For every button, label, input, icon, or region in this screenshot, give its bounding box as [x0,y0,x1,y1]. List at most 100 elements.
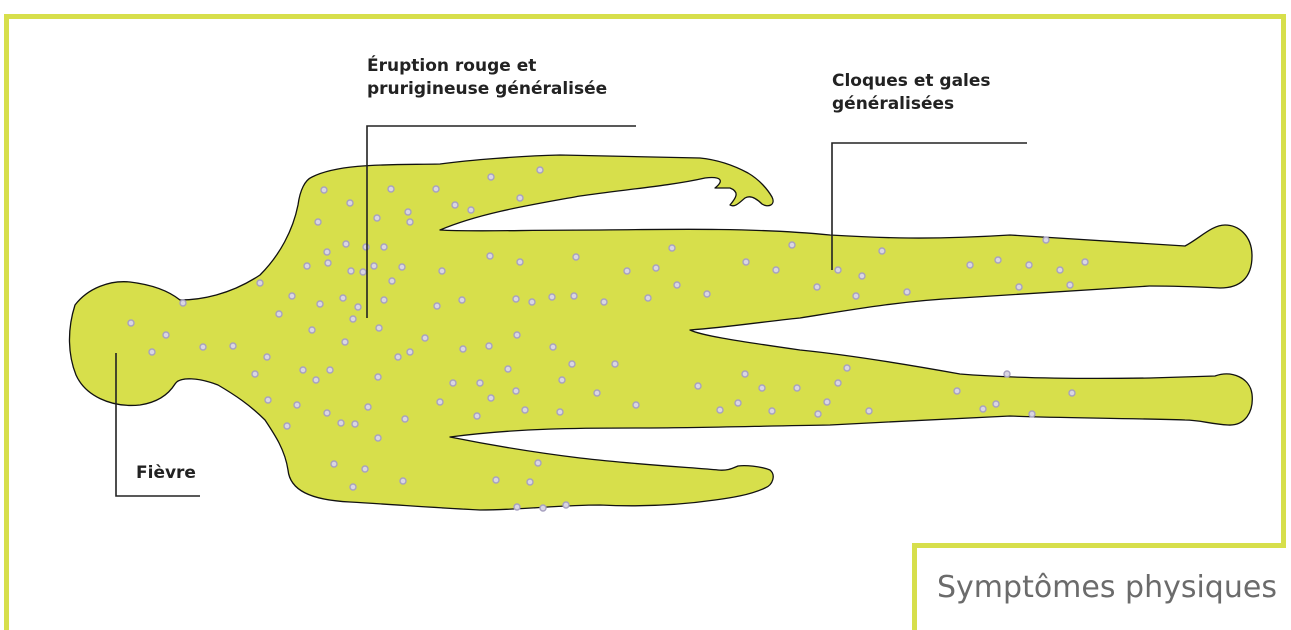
rash-spot [513,296,519,302]
rash-spot [355,304,361,310]
rash-spot [371,263,377,269]
rash-spot [540,505,546,511]
rash-spot [388,186,394,192]
rash-spot [815,411,821,417]
rash-spot [743,259,749,265]
rash-spot [439,268,445,274]
rash-spot [759,385,765,391]
rash-spot [669,245,675,251]
rash-spot [742,371,748,377]
rash-spot [695,383,701,389]
rash-spot [342,339,348,345]
rash-spot [407,349,413,355]
rash-spot [995,257,1001,263]
rash-spot [859,273,865,279]
rash-spot [294,402,300,408]
rash-spot [276,311,282,317]
rash-spot [735,400,741,406]
rash-spot [365,404,371,410]
caption-title: Symptômes physiques [937,570,1277,605]
rash-spot [324,410,330,416]
rash-spot [399,264,405,270]
rash-spot [559,377,565,383]
rash-spot [535,460,541,466]
rash-spot [514,504,520,510]
rash-spot [325,260,331,266]
rash-spot [835,267,841,273]
rash-spot [362,466,368,472]
rash-spot [814,284,820,290]
rash-spot [537,167,543,173]
rash-spot [624,268,630,274]
rash-spot [468,207,474,213]
rash-spot [309,327,315,333]
rash-spot [844,365,850,371]
rash-spot [769,408,775,414]
body-silhouette [69,155,1252,510]
rash-spot [980,406,986,412]
rash-spot [794,385,800,391]
rash-spot [474,413,480,419]
rash-spot [433,186,439,192]
rash-spot [363,244,369,250]
rash-spot [264,354,270,360]
rash-spot [517,195,523,201]
rash-spot [549,294,555,300]
rash-spot [437,399,443,405]
rash-spot [674,282,680,288]
rash-spot [375,374,381,380]
rash-spot [289,293,295,299]
rash-spot [904,289,910,295]
rash-spot [789,242,795,248]
rash-spot [395,354,401,360]
rash-spot [452,202,458,208]
rash-spot [514,332,520,338]
rash-spot [529,299,535,305]
rash-spot [434,303,440,309]
rash-spot [853,293,859,299]
rash-spot [717,407,723,413]
rash-spot [331,461,337,467]
rash-spot [488,395,494,401]
rash-spot [835,380,841,386]
rash-spot [488,174,494,180]
rash-spot [879,248,885,254]
rash-spot [149,349,155,355]
rash-spot [374,215,380,221]
rash-spot [569,361,575,367]
rash-spot [327,367,333,373]
rash-spot [321,187,327,193]
rash-spot [1029,411,1035,417]
rash-spot [300,367,306,373]
rash-spot [557,409,563,415]
rash-spot [505,366,511,372]
rash-spot [1016,284,1022,290]
rash-spot [407,219,413,225]
rash-spot [163,332,169,338]
fever-label: Fièvre [136,462,196,485]
rash-spot [360,269,366,275]
rash-spot [967,262,973,268]
rash-spot [527,479,533,485]
rash-spot [350,484,356,490]
rash-spot [522,407,528,413]
rash-spot [601,299,607,305]
rash-spot [459,297,465,303]
rash-spot [381,297,387,303]
rash-spot [284,423,290,429]
rash-spot [252,371,258,377]
rash-spot [513,388,519,394]
rash-spot [954,388,960,394]
rash-spot [402,416,408,422]
rash-spot [315,219,321,225]
rash-spot [340,295,346,301]
rash-spot [1004,371,1010,377]
rash-spot [1043,237,1049,243]
rash-spot [493,477,499,483]
rash-spot [389,278,395,284]
rash-spot [866,408,872,414]
rash-spot [376,325,382,331]
rash-spot [422,335,428,341]
rash-spot [200,344,206,350]
